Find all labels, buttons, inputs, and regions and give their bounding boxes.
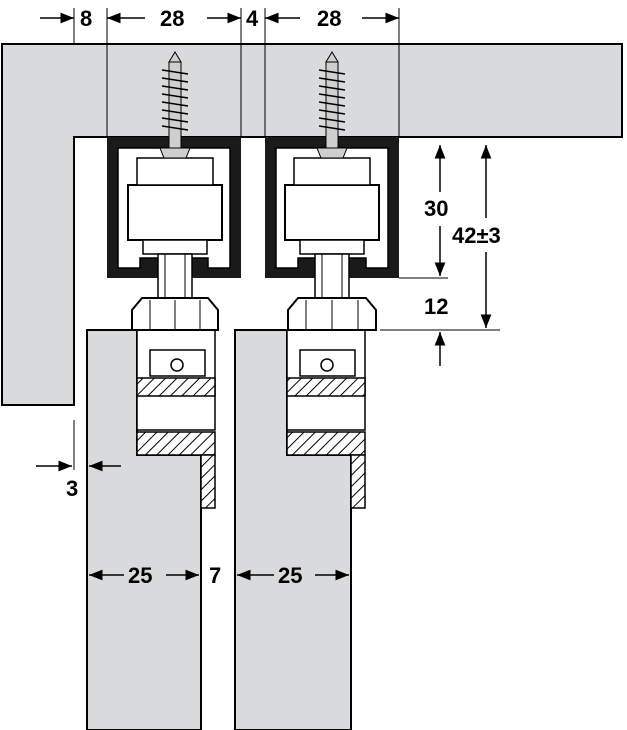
dim-track-width-right: 28	[317, 6, 341, 31]
dim-door-gap-between: 7	[209, 563, 221, 588]
bolt-shaft-left	[157, 253, 193, 299]
carriage-block-left	[127, 184, 223, 241]
screw-left	[159, 51, 191, 159]
dim-door-thickness-left: 25	[128, 563, 152, 588]
track-left	[107, 137, 241, 299]
dim-track-gap: 4	[246, 6, 259, 31]
track-right	[265, 137, 399, 299]
dim-side-gap: 3	[66, 476, 78, 501]
carriage-block-right	[284, 184, 380, 241]
door-right	[234, 297, 377, 730]
dim-door-thickness-right: 25	[278, 563, 302, 588]
ceiling-panel	[1, 43, 623, 406]
bolt-shaft-right	[314, 253, 350, 299]
extension-lines	[73, 8, 500, 500]
dim-track-height: 30	[424, 196, 448, 221]
dim-top-offset: 8	[80, 6, 92, 31]
dim-door-gap-top: 12	[424, 294, 448, 319]
door-left	[86, 297, 219, 730]
dimension-lines	[36, 12, 492, 581]
dim-total-height: 42±3	[452, 223, 501, 248]
dim-track-width-left: 28	[160, 6, 184, 31]
screw-right	[316, 51, 348, 159]
